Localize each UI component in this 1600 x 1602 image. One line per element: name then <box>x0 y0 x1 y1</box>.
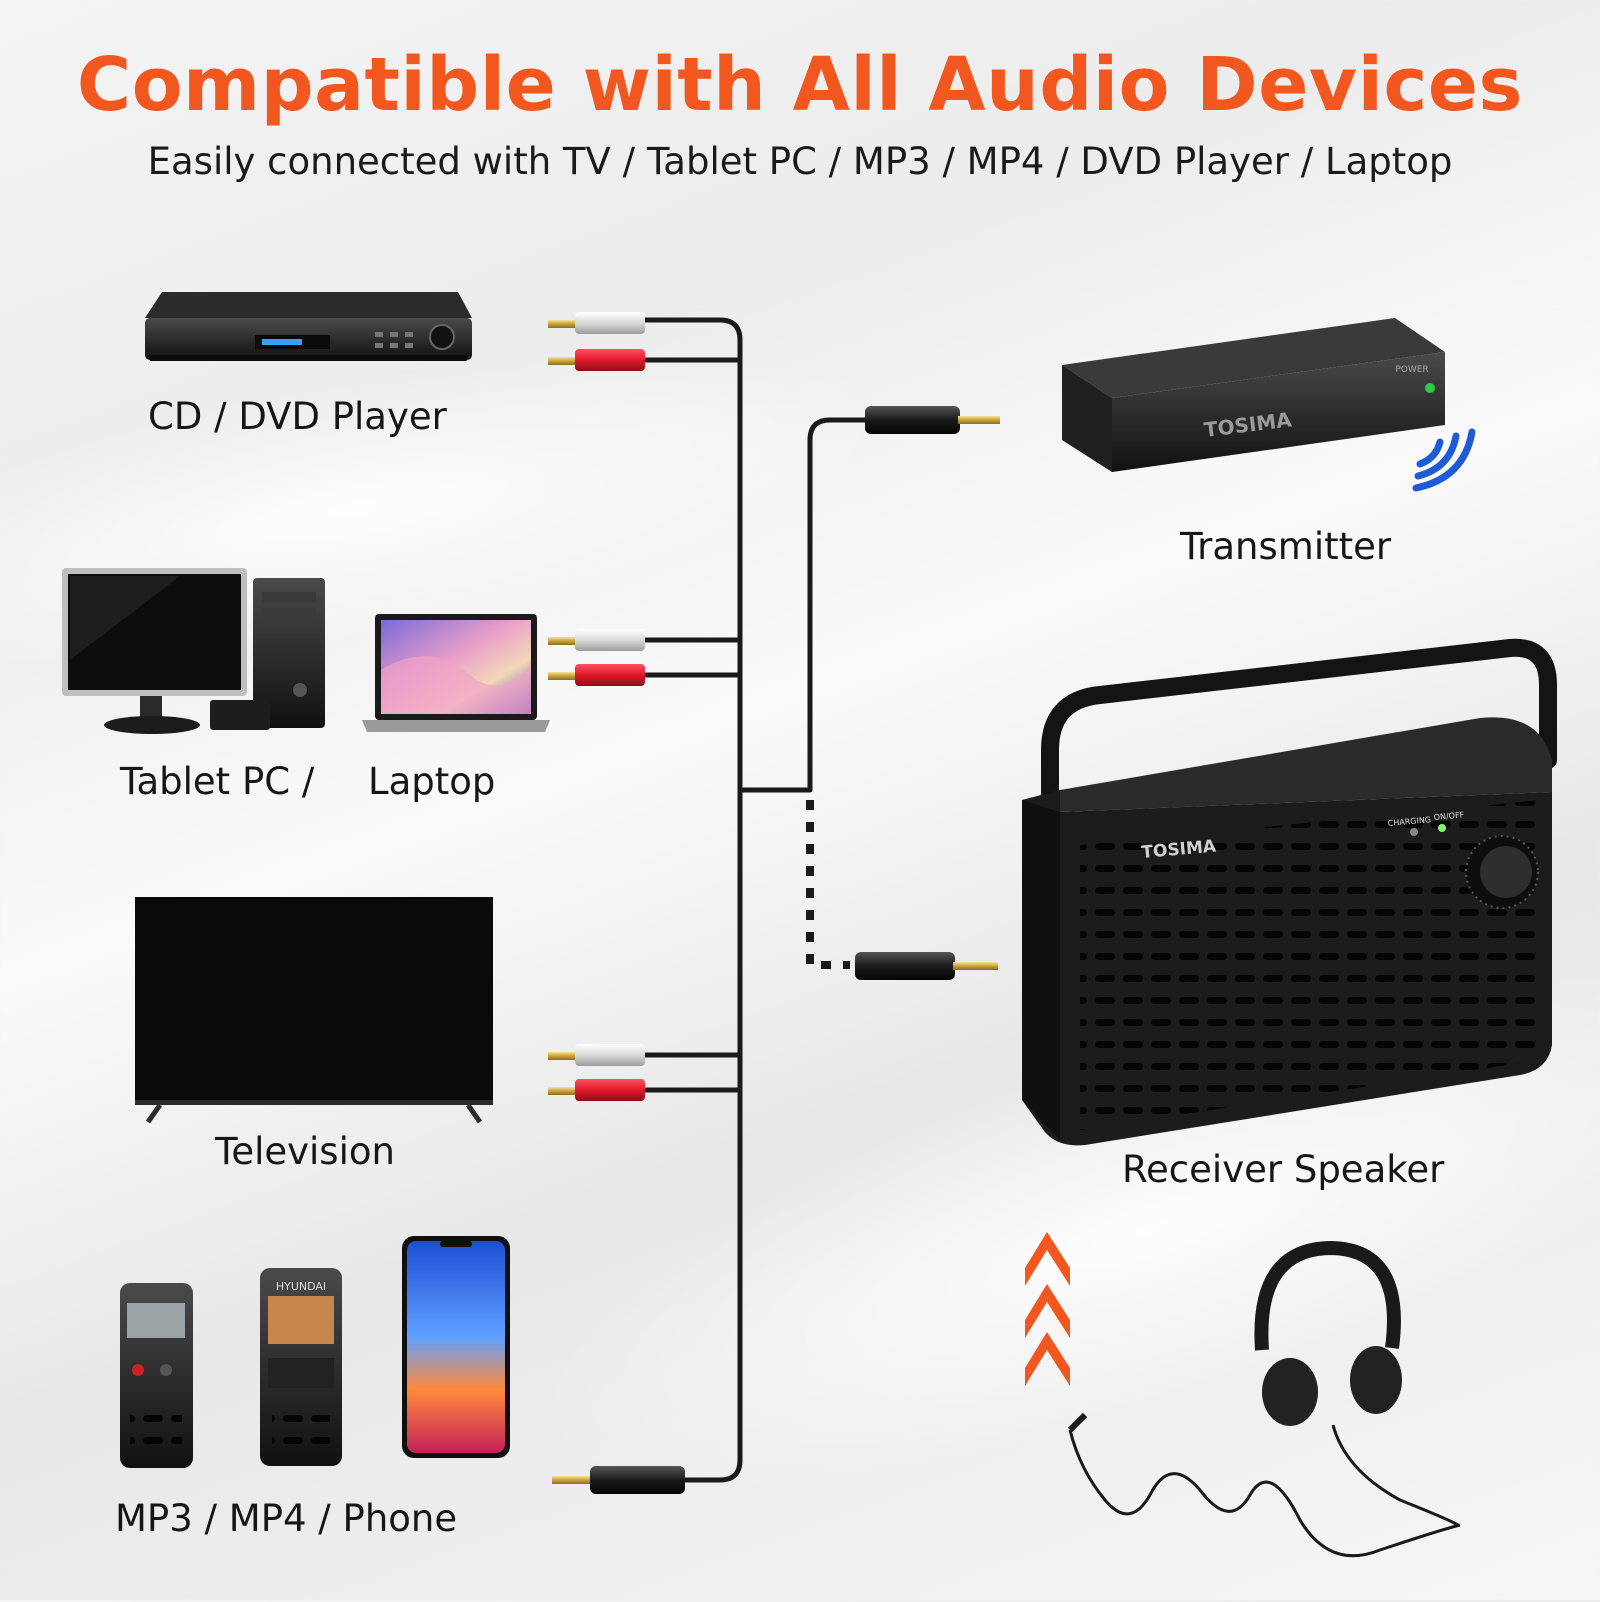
cable-bus <box>640 317 870 1483</box>
transmitter-image: TOSIMA POWER <box>1062 318 1445 472</box>
receiver-charging-text: CHARGING <box>1387 815 1431 828</box>
television-image <box>135 897 493 1124</box>
voice-recorder-image <box>120 1283 193 1468</box>
mp4-brand-text: HYUNDAI <box>276 1280 326 1293</box>
aux-plug-transmitter <box>865 406 1000 434</box>
mp4-player-image: HYUNDAI <box>260 1268 342 1466</box>
page-title: Compatible with All Audio Devices <box>76 42 1524 128</box>
laptop-image <box>362 614 550 732</box>
rca-plug-computers <box>548 629 645 686</box>
page-subtitle: Easily connected with TV / Tablet PC / M… <box>147 140 1453 183</box>
headphones-image <box>1067 1240 1461 1558</box>
receiver-speaker-image: TOSIMA CHARGING ON/OFF <box>1022 638 1557 1146</box>
up-arrows-icon <box>1025 1232 1070 1386</box>
rca-plug-dvd <box>548 312 645 371</box>
label-laptop: Laptop <box>368 760 496 803</box>
rca-plug-tv <box>548 1044 645 1101</box>
label-transmitter: Transmitter <box>1180 525 1392 568</box>
smartphone-image <box>402 1236 510 1458</box>
label-television: Television <box>215 1130 395 1173</box>
aux-plug-receiver <box>855 952 998 980</box>
label-mp3-mp4-phone: MP3 / MP4 / Phone <box>115 1497 458 1540</box>
receiver-onoff-text: ON/OFF <box>1433 810 1465 822</box>
aux-plug-portable <box>552 1466 685 1494</box>
label-cd-dvd-player: CD / DVD Player <box>148 395 447 438</box>
dvd-player-image <box>145 292 472 361</box>
wireless-signal-icon <box>1412 428 1476 492</box>
desktop-computer-image <box>62 568 325 734</box>
dotted-link <box>806 800 850 969</box>
label-tablet-pc: Tablet PC / <box>120 760 315 803</box>
label-receiver-speaker: Receiver Speaker <box>1122 1148 1445 1191</box>
transmitter-power-text: POWER <box>1395 365 1428 375</box>
